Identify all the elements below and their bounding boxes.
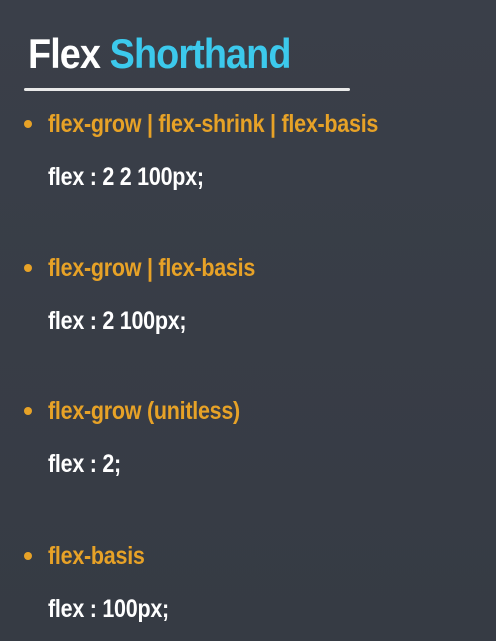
slide-title: Flex Shorthand	[28, 28, 291, 80]
bullet-icon	[24, 120, 32, 128]
item-heading: flex-grow | flex-basis	[48, 253, 256, 282]
bullet-icon	[24, 552, 32, 560]
bullet-icon	[24, 407, 32, 415]
list-item: flex-grow | flex-basis flex : 2 100px;	[20, 252, 490, 336]
title-word-shorthand: Shorthand	[109, 30, 292, 77]
bullet-icon	[24, 264, 32, 272]
item-heading: flex-grow | flex-shrink | flex-basis	[48, 109, 379, 138]
item-code: flex : 2 2 100px;	[48, 163, 204, 191]
item-heading: flex-basis	[48, 541, 145, 570]
item-code: flex : 100px;	[48, 595, 169, 623]
item-heading: flex-grow (unitless)	[48, 396, 240, 425]
item-code: flex : 2 100px;	[48, 307, 187, 335]
title-word-flex: Flex	[28, 30, 101, 77]
list-item: flex-grow (unitless) flex : 2;	[20, 395, 490, 479]
title-underline	[24, 88, 350, 91]
list-item: flex-basis flex : 100px;	[20, 540, 490, 624]
list-item: flex-grow | flex-shrink | flex-basis fle…	[20, 108, 490, 192]
item-code: flex : 2;	[48, 450, 121, 478]
